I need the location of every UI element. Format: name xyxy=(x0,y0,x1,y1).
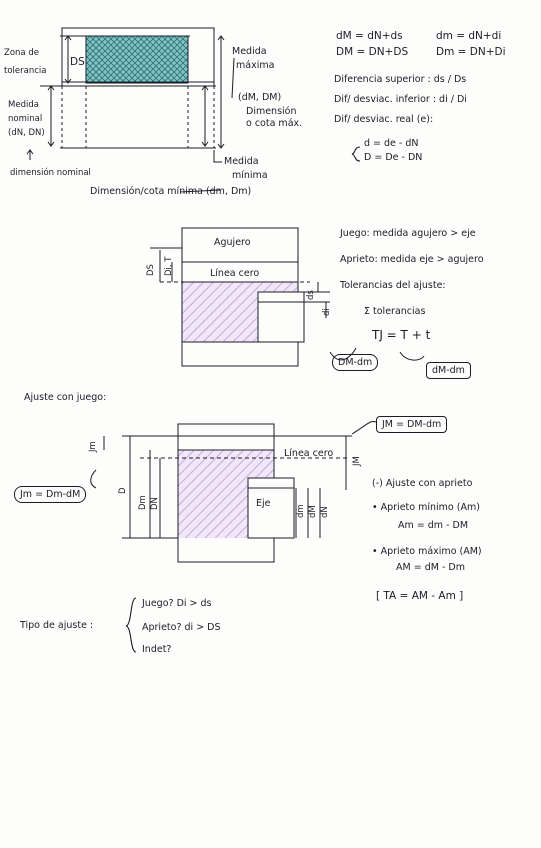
diagram-2 xyxy=(150,227,425,367)
ajuste-juego-title: Ajuste con juego: xyxy=(24,392,107,403)
tj-formula: TJ = T + t xyxy=(372,328,431,342)
jm-box-top: JM = DM-dm xyxy=(376,416,448,433)
diagram-1 xyxy=(26,27,235,193)
ta-formula: [ TA = AM - Am ] xyxy=(376,590,464,602)
diagram-3 xyxy=(90,421,377,563)
dM-vertical-label: dM xyxy=(308,505,318,518)
tolerancias-def: Tolerancias del ajuste: xyxy=(340,280,446,291)
d-vertical-label: D xyxy=(118,487,128,494)
linea-cero-label-2: Línea cero xyxy=(284,448,334,459)
zona-tolerancia-label-2: tolerancia xyxy=(4,66,47,76)
jm-box-left: Jm = Dm-dM xyxy=(14,486,87,503)
formula-Dm: Dm = DN+Di xyxy=(436,46,506,58)
tipo-aprieto: Aprieto? di > DS xyxy=(142,622,221,633)
sum-tolerancias: Σ tolerancias xyxy=(364,306,426,317)
linea-cero-label-1: Línea cero xyxy=(210,268,260,279)
tipo-ajuste-label: Tipo de ajuste : xyxy=(20,620,94,631)
dif-real: Dif/ desviac. real (e): xyxy=(334,114,434,125)
medida-maxima-1: Medida xyxy=(232,46,267,57)
dm-small-vertical-label: dm xyxy=(296,504,306,518)
ds-label: DS xyxy=(70,56,85,68)
dm-dm-right-box: dM-dm xyxy=(426,362,471,379)
d-equation: d = de - dN xyxy=(364,138,419,149)
juego-def: Juego: medida agujero > eje xyxy=(340,228,476,239)
dN-vertical-label: dN xyxy=(320,506,330,518)
formula-DM: DM = DN+DS xyxy=(336,46,409,58)
eje-label: Eje xyxy=(256,498,271,509)
aprieto-max-eq: AM = dM - Dm xyxy=(396,562,465,573)
medida-minima-1: Medida xyxy=(224,156,259,167)
zona-tolerancia-label-1: Zona de xyxy=(4,48,39,58)
medida-minima-2: mínima xyxy=(232,170,268,181)
dm-dm-left-box: DM-dm xyxy=(332,354,379,371)
aprieto-max: • Aprieto máximo (AM) xyxy=(372,546,482,557)
aprieto-title: (-) Ajuste con aprieto xyxy=(372,478,473,489)
dimension-max-1: Dimensión xyxy=(246,106,297,117)
tipo-juego: Juego? Di > ds xyxy=(142,598,212,609)
medida-nominal-1: Medida xyxy=(8,100,39,110)
dm-vertical-label: Dm xyxy=(138,495,148,510)
ds-vertical-label: DS xyxy=(146,264,156,276)
di-small-label: di xyxy=(322,308,332,316)
medida-nominal-3: (dN, DN) xyxy=(8,128,45,138)
dif-superior: Diferencia superior : ds / Ds xyxy=(334,74,467,85)
dimension-max-2: o cota máx. xyxy=(246,118,303,129)
formula-dM: dM = dN+ds xyxy=(336,30,403,42)
dif-inferior: Dif/ desviac. inferior : di / Di xyxy=(334,94,467,105)
medida-nominal-2: nominal xyxy=(8,114,43,124)
di-t-vertical-label: Di, T xyxy=(164,256,174,276)
agujero-label: Agujero xyxy=(214,237,251,248)
ds-small-label: ds xyxy=(306,290,316,300)
dn-vertical-label: DN xyxy=(150,497,160,510)
dimension-minima-label: Dimensión/cota mínima (dm, Dm) xyxy=(90,186,252,197)
aprieto-def: Aprieto: medida eje > agujero xyxy=(340,254,484,265)
dM-DM-label: (dM, DM) xyxy=(238,92,282,103)
formula-dm: dm = dN+di xyxy=(436,30,502,42)
aprieto-min: • Aprieto mínimo (Am) xyxy=(372,502,480,513)
tipo-indet: Indet? xyxy=(142,644,172,655)
jm-vertical-label: Jm xyxy=(88,441,98,452)
jm-right-vertical-label: JM xyxy=(352,456,362,466)
medida-maxima-2: máxima xyxy=(236,60,275,71)
braces xyxy=(125,146,361,653)
dimension-nominal-label: dimensión nominal xyxy=(10,168,91,178)
aprieto-min-eq: Am = dm - DM xyxy=(398,520,469,531)
D-equation: D = De - DN xyxy=(364,152,423,163)
